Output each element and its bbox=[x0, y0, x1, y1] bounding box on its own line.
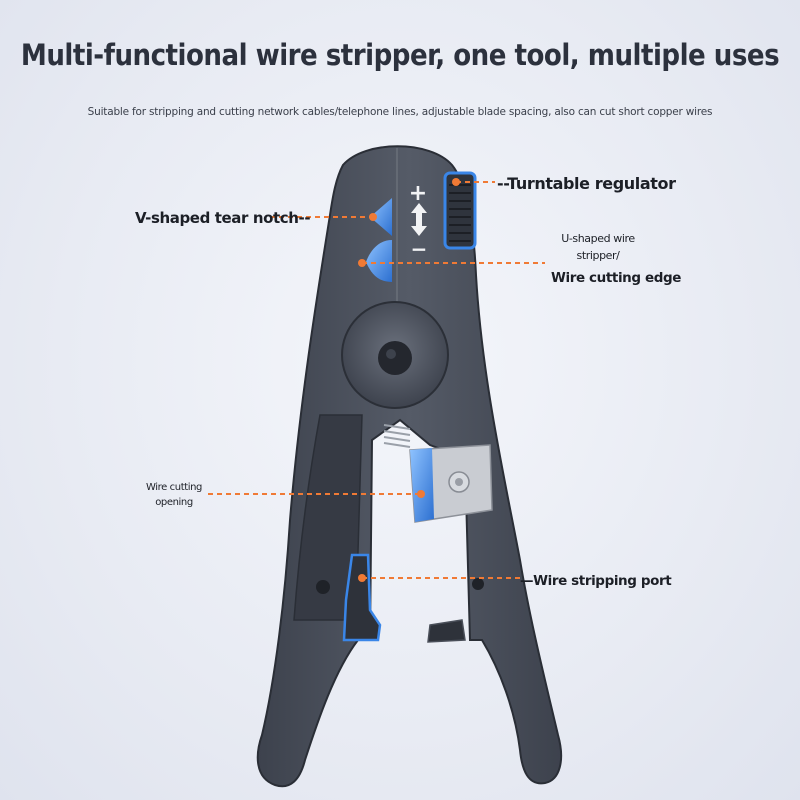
v-shaped-tear-notch bbox=[370, 198, 392, 236]
pivot-highlight bbox=[386, 349, 396, 359]
turntable-regulator-knob[interactable] bbox=[443, 171, 477, 250]
callout-turntable-regulator: --Turntable regulator bbox=[497, 174, 676, 193]
callout-u-shaped-stripper: U-shaped wire stripper/ bbox=[561, 232, 635, 262]
page-subtitle: Suitable for stripping and cutting netwo… bbox=[87, 106, 713, 118]
u-shaped-stripper-blade bbox=[366, 240, 392, 282]
callout-v-notch: V-shaped tear notch-- bbox=[135, 209, 311, 227]
plus-mark: + bbox=[409, 181, 427, 206]
knob-ridges bbox=[449, 184, 471, 242]
leader-dots bbox=[358, 178, 460, 582]
callout-cutting-edge: Wire cutting edge bbox=[551, 270, 681, 286]
minus-mark: − bbox=[411, 237, 428, 261]
stripping-port-left[interactable] bbox=[342, 553, 382, 642]
left-rivet bbox=[316, 580, 330, 594]
up-down-arrow-icon bbox=[411, 203, 427, 236]
stripping-port-right bbox=[427, 619, 466, 643]
cutting-blade-edge bbox=[410, 448, 434, 522]
callout-cutting-opening: Wire cutting opening bbox=[145, 482, 202, 508]
left-handle-recess bbox=[293, 414, 363, 621]
tool-body bbox=[256, 145, 563, 788]
blade-screw-center bbox=[455, 478, 463, 486]
leader-lines bbox=[208, 181, 545, 579]
page-title: Multi-functional wire stripper, one tool… bbox=[20, 38, 780, 72]
callout-stripping-port: —Wire stripping port bbox=[520, 573, 672, 589]
pivot-screw bbox=[378, 341, 412, 375]
right-rivet bbox=[472, 578, 484, 590]
spring bbox=[383, 424, 411, 448]
